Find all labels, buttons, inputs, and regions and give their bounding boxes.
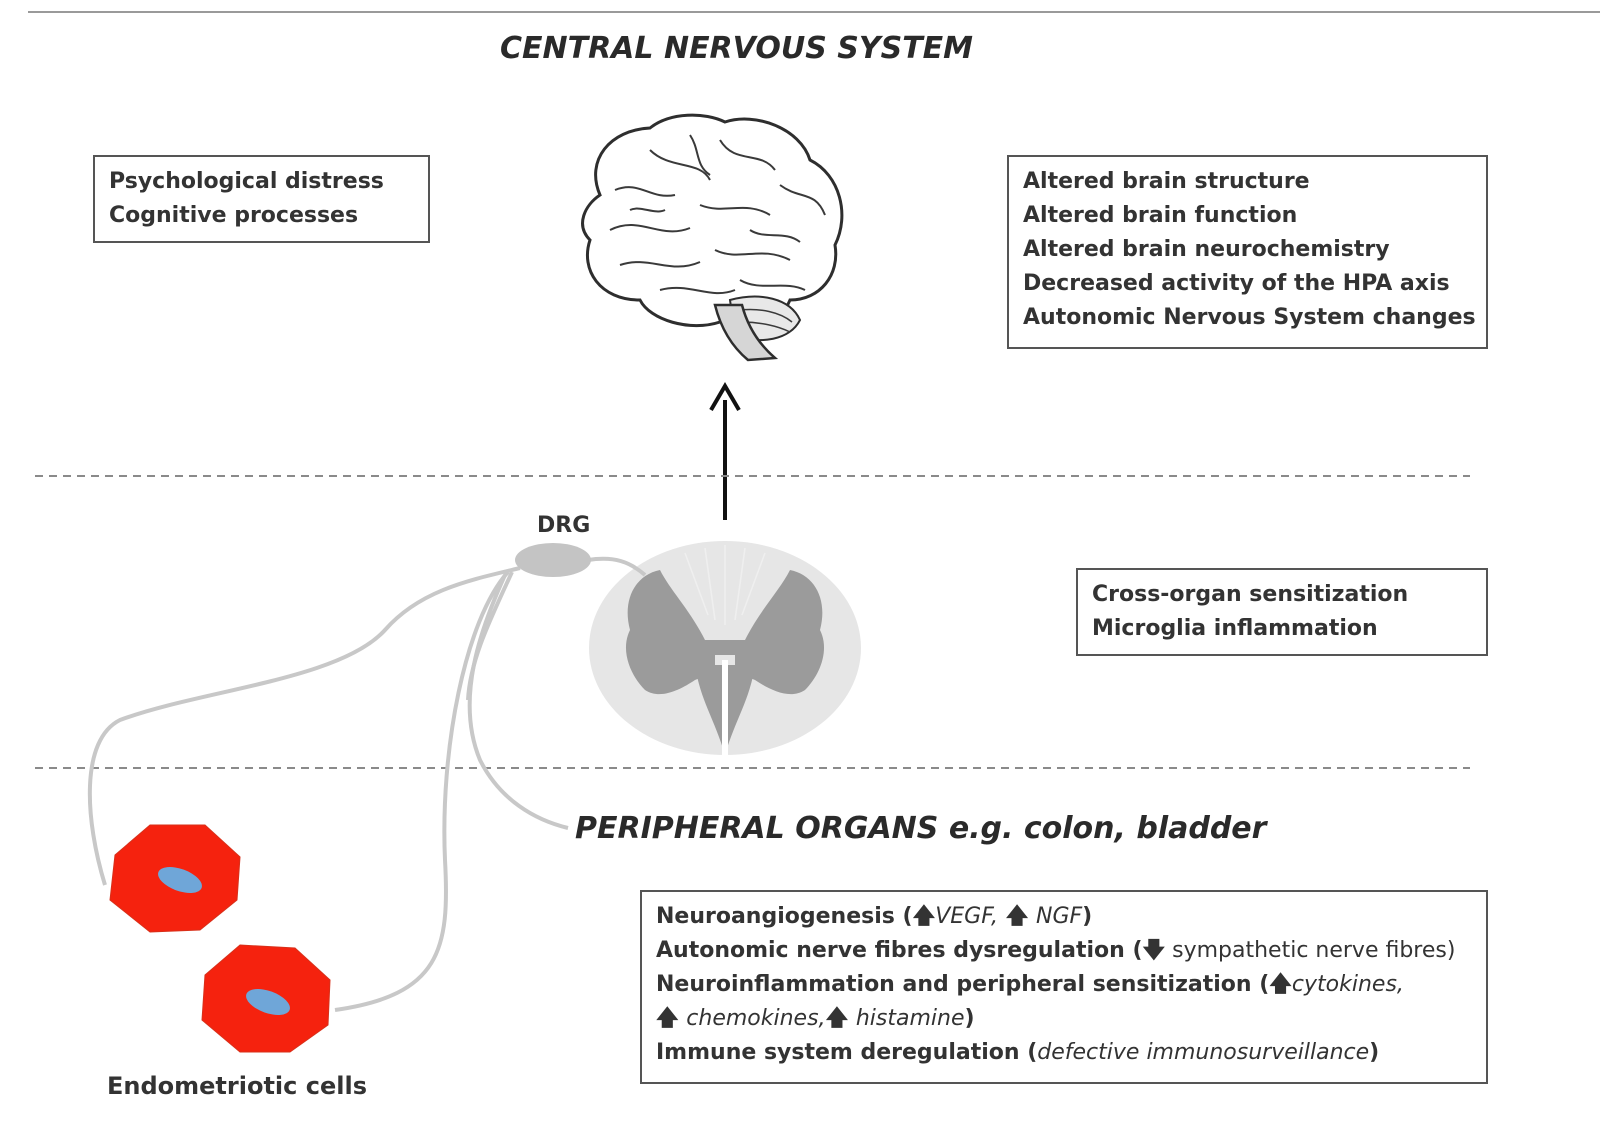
ascending-arrow [709,382,741,520]
neuroangiogenesis-text: Neuroangiogenesis ( [656,904,913,929]
nerve-fibers [87,556,647,1012]
brain-illustration [581,113,844,362]
drg-ganglion [515,543,591,577]
brain-line-1: Altered brain structure [1023,169,1310,194]
paren-close: ) [964,1006,975,1031]
paren-close: ) [1082,904,1093,929]
peripheral-line-4: 🡅 chemokines,🡅 histamine) [656,1002,1472,1036]
brain-line-4: Decreased activity of the HPA axis [1023,271,1450,296]
cytokines-text: cytokines, [1291,972,1404,997]
sympathetic-text: sympathetic nerve fibres) [1165,938,1456,963]
drg-label: DRG [537,513,590,538]
peripheral-line-1: Neuroangiogenesis (🡅VEGF, 🡅 NGF) [656,900,1472,934]
up-arrow-icon: 🡅 [825,1006,849,1031]
brain-line-2: Altered brain function [1023,203,1298,228]
endometriotic-cells-label: Endometriotic cells [107,1072,367,1100]
paren-close: ) [1369,1040,1380,1065]
histamine-text: histamine [855,1006,965,1031]
spinal-line-2: Microglia inflammation [1092,616,1378,641]
ngf-text: NGF [1035,904,1083,929]
autonomic-text: Autonomic nerve fibres dysregulation ( [656,938,1143,963]
endometriotic-cell-1 [109,824,241,933]
peripheral-box: Neuroangiogenesis (🡅VEGF, 🡅 NGF) Autonom… [640,890,1488,1084]
psych-line-2: Cognitive processes [109,203,359,228]
up-arrow-icon: 🡅 [656,1006,679,1031]
vegf-text: VEGF, [935,904,999,929]
peripheral-title: PERIPHERAL ORGANS e.g. colon, bladder [575,811,1269,846]
brain-line-5: Autonomic Nervous System changes [1023,305,1476,330]
immunosurveillance-text: defective immunosurveillance [1037,1040,1370,1065]
up-arrow-icon: 🡅 [1005,904,1029,929]
spinal-box: Cross-organ sensitization Microglia infl… [1076,568,1488,656]
spinal-cord-cross-section [589,541,861,755]
brain-changes-box: Altered brain structure Altered brain fu… [1007,155,1488,349]
peripheral-line-2: Autonomic nerve fibres dysregulation (🡇 … [656,934,1472,968]
up-arrow-icon: 🡅 [1269,972,1292,997]
cns-title: CENTRAL NERVOUS SYSTEM [500,31,973,66]
up-arrow-icon: 🡅 [912,904,936,929]
immune-text: Immune system deregulation ( [656,1040,1038,1065]
neuroinflammation-text: Neuroinflammation and peripheral sensiti… [656,972,1270,997]
peripheral-line-5: Immune system deregulation (defective im… [656,1036,1472,1070]
brain-line-3: Altered brain neurochemistry [1023,237,1390,262]
psych-box: Psychological distress Cognitive process… [93,155,430,243]
peripheral-line-3: Neuroinflammation and peripheral sensiti… [656,968,1472,1002]
chemokines-text: chemokines, [686,1006,826,1031]
endometriotic-cell-2 [201,944,331,1053]
psych-line-1: Psychological distress [109,169,384,194]
spinal-line-1: Cross-organ sensitization [1092,582,1409,607]
down-arrow-icon: 🡇 [1142,938,1166,963]
